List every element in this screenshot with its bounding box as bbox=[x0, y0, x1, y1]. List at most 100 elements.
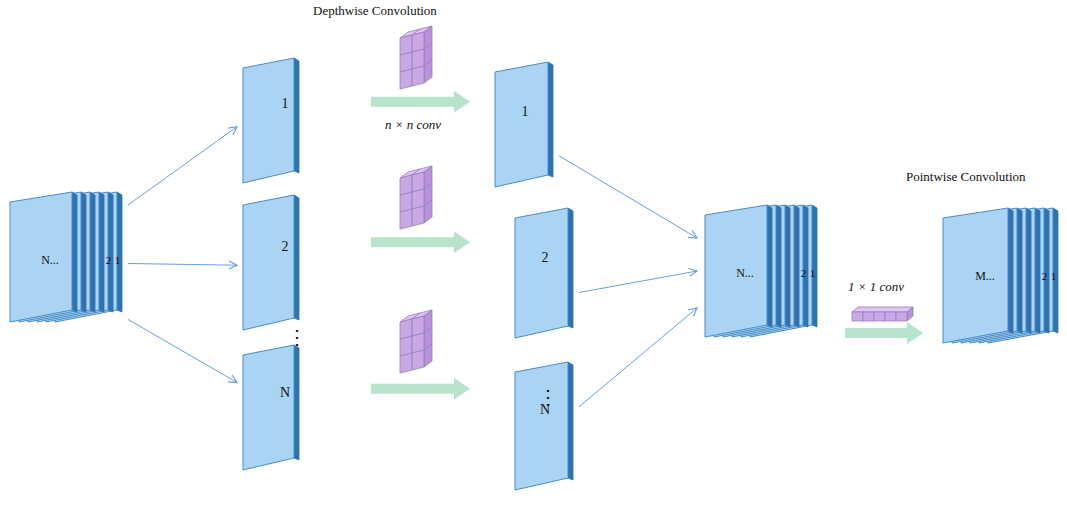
convolution-arrow bbox=[371, 237, 460, 247]
slice-edge bbox=[1017, 208, 1022, 333]
channel-map: N bbox=[515, 362, 573, 490]
kernel-cell bbox=[412, 32, 424, 52]
slice-edge bbox=[1008, 208, 1013, 333]
convolution-arrow bbox=[371, 97, 460, 107]
kernel-cell bbox=[400, 353, 412, 373]
map-outline bbox=[705, 205, 817, 337]
slice-edge bbox=[1035, 208, 1040, 333]
channel-slice bbox=[243, 195, 294, 330]
slice-edge bbox=[1026, 208, 1031, 333]
slice-edge bbox=[785, 205, 790, 327]
convolution-arrow bbox=[845, 328, 913, 338]
kernel-cell bbox=[424, 200, 432, 223]
operation-label: 1 × 1 conv bbox=[846, 280, 906, 294]
slice-edge bbox=[294, 195, 299, 320]
kernel-cell bbox=[874, 312, 885, 321]
channel-slice bbox=[10, 192, 72, 322]
kernel-cell bbox=[412, 189, 424, 209]
channel-map: 1 bbox=[495, 62, 553, 187]
channel-slice bbox=[243, 58, 294, 183]
slice-edge bbox=[294, 345, 299, 460]
channel-label: 2 bbox=[542, 251, 549, 265]
map-outline bbox=[495, 62, 553, 187]
channel-arrow bbox=[128, 127, 237, 205]
kernel-cell bbox=[885, 312, 896, 321]
map-outline bbox=[515, 208, 573, 338]
channel-label: M... bbox=[975, 270, 995, 282]
kernel-cell bbox=[412, 66, 424, 86]
kernel-cell bbox=[863, 312, 874, 321]
channel-arrow bbox=[128, 319, 237, 382]
map-outline bbox=[943, 208, 1058, 343]
map-outline bbox=[243, 58, 299, 183]
channel-arrow bbox=[579, 308, 697, 407]
slice-edge bbox=[776, 205, 781, 327]
slice-edge bbox=[803, 205, 808, 327]
channel-label: 1 bbox=[1051, 271, 1057, 282]
ellipsis-dots: ⋮ bbox=[538, 386, 558, 408]
slice-edge bbox=[568, 362, 573, 480]
kernel-cell bbox=[412, 316, 424, 336]
kernel-cell bbox=[412, 206, 424, 226]
kernel-cell bbox=[400, 69, 412, 89]
kernel-cell bbox=[400, 319, 412, 339]
channel-arrow bbox=[128, 264, 237, 266]
kernel-cell bbox=[400, 35, 412, 55]
channel-label: 2 bbox=[801, 268, 807, 279]
kernel-cell bbox=[907, 307, 913, 321]
channel-slice bbox=[243, 345, 294, 470]
channel-label: 1 bbox=[115, 255, 121, 266]
kernel-cell bbox=[400, 52, 412, 72]
channel-label: 1 bbox=[810, 268, 816, 279]
slice-edge bbox=[568, 208, 573, 328]
map-outline bbox=[243, 345, 299, 470]
feature-map-stack: N... 21 bbox=[10, 192, 122, 322]
pointwise-kernel bbox=[852, 307, 913, 321]
kernel-cell bbox=[424, 344, 432, 367]
map-outline bbox=[515, 362, 573, 490]
channel-label: 2 bbox=[106, 255, 112, 266]
kernel-cell bbox=[412, 49, 424, 69]
kernel-cell bbox=[400, 209, 412, 229]
channel-map: 2 bbox=[243, 195, 299, 330]
slice-edge bbox=[548, 62, 553, 177]
slice-edge bbox=[81, 192, 86, 312]
kernel-cell bbox=[896, 312, 907, 321]
map-outline bbox=[243, 195, 299, 330]
channel-label: N... bbox=[736, 267, 754, 279]
feature-map-stack: M... 21 bbox=[943, 208, 1058, 343]
kernel-cell bbox=[852, 312, 863, 321]
channel-slice bbox=[705, 205, 767, 337]
channel-map: N bbox=[243, 345, 299, 470]
section-heading: Depthwise Convolution bbox=[313, 4, 437, 18]
slice-edge bbox=[767, 205, 772, 327]
channel-slice bbox=[495, 62, 548, 187]
channel-label: 2 bbox=[282, 240, 289, 254]
channel-label: N bbox=[280, 386, 290, 400]
kernel-cell bbox=[412, 172, 424, 192]
kernel-cell bbox=[400, 175, 412, 195]
channel-slice bbox=[515, 362, 568, 490]
ellipsis-dots: ⋮ bbox=[287, 326, 307, 348]
slice-edge bbox=[117, 192, 122, 312]
kernel-cell bbox=[400, 336, 412, 356]
section-heading: Pointwise Convolution bbox=[906, 170, 1026, 184]
slice-edge bbox=[294, 58, 299, 173]
channel-map: 2 bbox=[515, 208, 573, 338]
channel-label: 2 bbox=[1042, 271, 1048, 282]
slice-edge bbox=[794, 205, 799, 327]
channel-slice bbox=[943, 208, 1008, 343]
channel-label: 1 bbox=[522, 105, 529, 119]
slice-edge bbox=[99, 192, 104, 312]
kernel-cell bbox=[424, 60, 432, 83]
feature-map-stack: N... 21 bbox=[705, 205, 817, 337]
channel-label: N... bbox=[41, 254, 59, 266]
kernel-cell bbox=[412, 333, 424, 353]
convolution-arrow bbox=[371, 384, 460, 394]
slice-edge bbox=[812, 205, 817, 327]
channel-arrow bbox=[559, 156, 697, 238]
channel-label: 1 bbox=[282, 97, 289, 111]
channel-map: 1 bbox=[243, 58, 299, 183]
slice-edge bbox=[90, 192, 95, 312]
